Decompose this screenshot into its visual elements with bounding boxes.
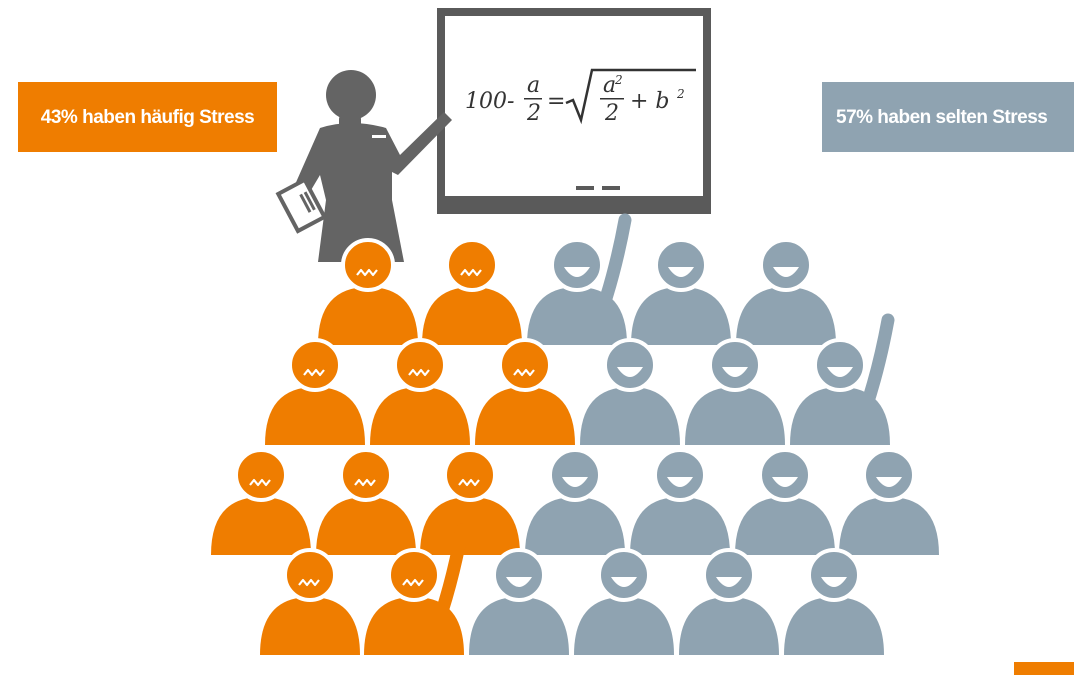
smiling-student-icon	[574, 548, 674, 655]
smiling-student-icon	[631, 238, 731, 345]
formula-equals: =	[547, 89, 565, 114]
formula-frac-denominator: 2	[526, 101, 541, 126]
formula-rad-plus-b: + b	[630, 89, 670, 114]
blackboard: 100- a 2 = a 2 2 + b 2	[437, 8, 711, 214]
stressed-student-icon	[475, 338, 575, 445]
stressed-student-icon	[422, 238, 522, 345]
relaxed-share-label: 57% haben selten Stress	[822, 82, 1074, 152]
smiling-student-icon	[735, 448, 835, 555]
smiling-student-icon	[736, 238, 836, 345]
stressed-student-icon	[318, 238, 418, 345]
stressed-student-icon	[364, 523, 469, 655]
formula-lead: 100-	[465, 89, 514, 114]
stressed-student-icon	[260, 548, 360, 655]
smiling-student-icon	[469, 548, 569, 655]
smiling-student-icon	[580, 338, 680, 445]
formula-frac-numerator: a	[527, 73, 540, 98]
smiling-student-icon	[525, 448, 625, 555]
smiling-student-icon	[790, 313, 895, 445]
students-group	[211, 213, 939, 655]
formula-rad-numerator: a	[603, 73, 616, 98]
stressed-share-text: 43% haben häufig Stress	[40, 106, 255, 128]
stressed-student-icon	[265, 338, 365, 445]
teacher-pointing-icon	[275, 70, 452, 262]
smiling-student-icon	[630, 448, 730, 555]
blackboard-formula: 100- a 2 = a 2 2 + b 2	[465, 68, 696, 126]
stressed-student-icon	[370, 338, 470, 445]
formula-rad-exponent: 2	[614, 73, 623, 87]
relaxed-share-text: 57% haben selten Stress	[836, 106, 1048, 128]
stressed-student-icon	[316, 448, 416, 555]
smiling-student-icon	[784, 548, 884, 655]
stressed-student-icon	[420, 448, 520, 555]
smiling-student-icon	[527, 213, 632, 345]
formula-rad-denominator: 2	[604, 101, 619, 126]
stressed-student-icon	[211, 448, 311, 555]
corner-logo-icon	[1014, 662, 1074, 675]
stressed-share-label: 43% haben häufig Stress	[18, 82, 277, 152]
formula-b-exponent: 2	[676, 87, 685, 101]
smiling-student-icon	[685, 338, 785, 445]
smiling-student-icon	[679, 548, 779, 655]
smiling-student-icon	[839, 448, 939, 555]
